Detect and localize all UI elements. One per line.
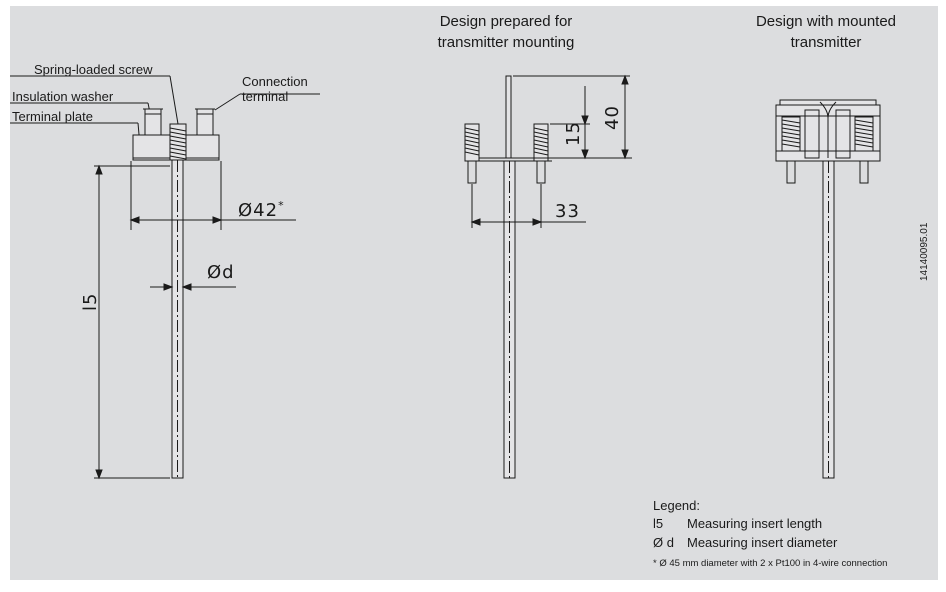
legend-item-length: l5 Measuring insert length [653, 516, 822, 531]
width-33-dimension: 33 [555, 201, 580, 222]
legend-text: Measuring insert length [687, 516, 823, 531]
height-15-dimension: 15 [563, 121, 584, 146]
legend-title: Legend: [653, 498, 700, 513]
middle-insert-drawing [464, 74, 632, 479]
right-insert-drawing [775, 99, 881, 479]
drawing-frame: Design prepared for transmitter mounting… [10, 6, 938, 580]
document-id: 14140095.01 [919, 222, 930, 281]
connection-terminal-label: Connection terminal [242, 74, 308, 104]
spring-loaded-screw-label: Spring-loaded screw [34, 62, 153, 77]
height-40-dimension: 40 [602, 105, 623, 130]
legend-symbol: Ø d [653, 535, 674, 550]
legend-text: Measuring insert diameter [687, 535, 838, 550]
legend-footnote: * Ø 45 mm diameter with 2 x Pt100 in 4-w… [653, 558, 888, 569]
insulation-washer-label: Insulation washer [12, 89, 114, 104]
middle-view-title: Design prepared for transmitter mounting [437, 13, 575, 51]
legend-symbol: l5 [653, 516, 664, 531]
insert-length-dimension: l5 [80, 292, 101, 311]
right-view-title: Design with mounted transmitter [755, 13, 897, 51]
outer-diameter-dimension: Ø42* [238, 199, 285, 221]
left-insert-drawing [10, 75, 320, 480]
insert-diameter-dimension: Ød [207, 262, 235, 283]
terminal-plate-label: Terminal plate [12, 109, 93, 124]
legend-item-diameter: Ø d Measuring insert diameter [653, 535, 837, 550]
technical-drawing [10, 74, 881, 480]
